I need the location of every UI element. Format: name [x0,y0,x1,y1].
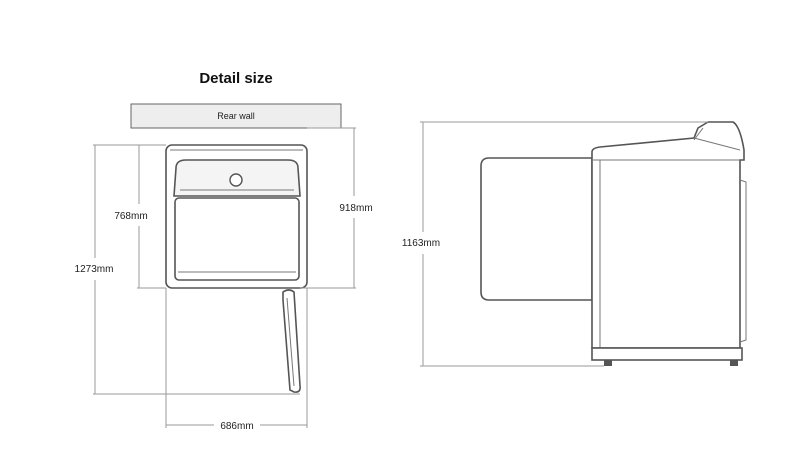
dim-1163: 1163mm [402,121,708,367]
dryer-side-view [480,121,747,366]
dim-1273-label: 1273mm [75,264,114,275]
dim-918: 918mm [300,127,373,289]
dim-686-label: 686mm [220,421,253,432]
diagram-title: Detail size [199,70,273,87]
dim-1273: 1273mm [75,144,300,395]
dryer-top-view [165,144,308,289]
dim-1163-label: 1163mm [402,238,440,249]
rear-wall-label: Rear wall [217,111,255,121]
dim-686: 686mm [165,288,308,432]
dial-icon [229,173,243,187]
dim-768: 768mm [114,144,166,289]
dim-768-label: 768mm [114,211,147,222]
dim-918-label: 918mm [339,203,372,214]
open-door [282,289,301,393]
rear-wall: Rear wall [130,103,342,129]
